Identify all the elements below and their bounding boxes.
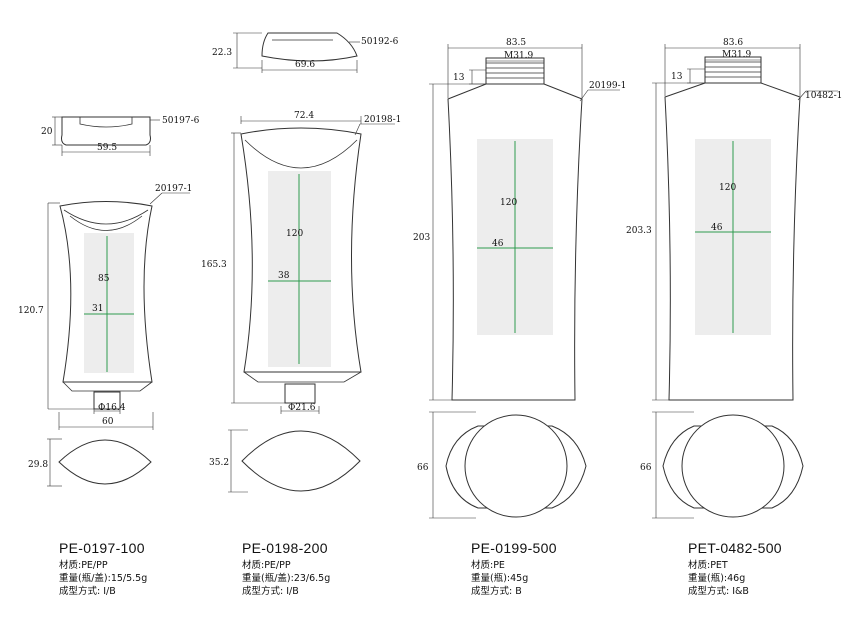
bottle-10482-1: 120 46 83.6 M31.9 13 203.3 10482-1: [626, 38, 842, 401]
bottle-height-label: 120.7: [18, 306, 44, 316]
neck-height-label: 13: [671, 72, 683, 82]
process-text: 成型方式: I/B: [242, 586, 299, 597]
weight-text: 重量(瓶):45g: [471, 573, 529, 584]
label-height-label: 120: [286, 229, 303, 239]
material-text: 材质:PE: [471, 560, 505, 571]
product-caption-3: PE-0199-500 材质:PE 重量(瓶):45g 成型方式: B: [471, 540, 557, 598]
product-3-drawing: 120 46 83.5 M31.9 13 203 20199-1: [413, 38, 626, 519]
cap-50192-6: 22.3 69.6 50192-6: [212, 32, 399, 73]
bottle-height-label: 203: [413, 233, 430, 243]
cap-50197-6: 20 59.5 50197-6: [41, 116, 200, 156]
material-text: 材质:PE/PP: [242, 560, 291, 571]
bottle-code-label: 20199-1: [589, 81, 626, 91]
product-2-drawing: 22.3 69.6 50192-6 120 38 72.4: [201, 32, 401, 493]
oval-depth-label: 35.2: [209, 458, 229, 468]
material-text: 材质:PE/PP: [59, 560, 108, 571]
label-height-label: 120: [500, 198, 517, 208]
top-view-oval: 35.2: [209, 429, 361, 493]
thread-label: M31.9: [722, 50, 752, 60]
bottle-code-label: 20197-1: [155, 184, 192, 194]
bottle-width-label: 83.5: [506, 38, 526, 48]
bottle-code-label: 10482-1: [805, 91, 842, 101]
bottle-20197-1: 85 31 120.7 60 Φ16.4 20197-1: [18, 184, 192, 430]
weight-text: 重量(瓶/盖):15/5.5g: [59, 573, 148, 584]
bottle-height-label: 203.3: [626, 226, 652, 236]
model-number: PE-0199-500: [471, 540, 557, 556]
neck-diameter-label: Φ21.6: [288, 403, 316, 413]
bottle-width-label: 83.6: [723, 38, 743, 48]
cap-height-label: 22.3: [212, 48, 232, 58]
process-text: 成型方式: B: [471, 586, 522, 597]
process-text: 成型方式: I/B: [59, 586, 116, 597]
product-caption-2: PE-0198-200 材质:PE/PP 重量(瓶/盖):23/6.5g 成型方…: [242, 540, 330, 598]
model-number: PE-0198-200: [242, 540, 328, 556]
model-number: PE-0197-100: [59, 540, 145, 556]
material-text: 材质:PET: [688, 560, 728, 571]
process-text: 成型方式: I&B: [688, 586, 749, 597]
cap-code-label: 50197-6: [162, 116, 200, 126]
cap-width-label: 59.5: [97, 143, 117, 153]
top-width-label: 72.4: [294, 111, 314, 121]
label-width-label: 46: [711, 223, 723, 233]
label-width-label: 31: [92, 304, 103, 314]
product-caption-1: PE-0197-100 材质:PE/PP 重量(瓶/盖):15/5.5g 成型方…: [59, 540, 147, 598]
label-width-label: 38: [278, 271, 290, 281]
bottle-width-label: 60: [102, 417, 114, 427]
model-number: PET-0482-500: [688, 540, 782, 556]
weight-text: 重量(瓶):46g: [688, 573, 746, 584]
product-1-drawing: 20 59.5 50197-6 85 31 120.7: [18, 116, 200, 487]
top-view: 66: [417, 411, 587, 519]
label-height-label: 85: [98, 274, 110, 284]
oval-depth-label: 29.8: [28, 460, 48, 470]
bottle-20199-1: 120 46 83.5 M31.9 13 203 20199-1: [413, 38, 626, 401]
cap-code-label: 50192-6: [361, 37, 399, 47]
label-height-label: 120: [719, 183, 736, 193]
top-view-oval: 29.8: [28, 438, 152, 487]
top-view: 66: [640, 411, 804, 519]
thread-label: M31.9: [504, 51, 534, 61]
cap-width-label: 69.6: [295, 60, 315, 70]
product-4-drawing: 120 46 83.6 M31.9 13 203.3 10482-1: [626, 38, 842, 519]
bottle-code-label: 20198-1: [364, 115, 401, 125]
neck-diameter-label: Φ16.4: [98, 403, 126, 413]
bottle-20198-1: 120 38 72.4 165.3 Φ21.6 20198-1: [201, 111, 401, 414]
weight-text: 重量(瓶/盖):23/6.5g: [242, 573, 331, 584]
oval-depth-label: 66: [417, 463, 429, 473]
oval-depth-label: 66: [640, 463, 652, 473]
bottle-height-label: 165.3: [201, 260, 227, 270]
neck-height-label: 13: [453, 73, 465, 83]
product-caption-4: PET-0482-500 材质:PET 重量(瓶):46g 成型方式: I&B: [688, 540, 782, 598]
label-width-label: 46: [492, 239, 504, 249]
cap-height-label: 20: [41, 127, 53, 137]
